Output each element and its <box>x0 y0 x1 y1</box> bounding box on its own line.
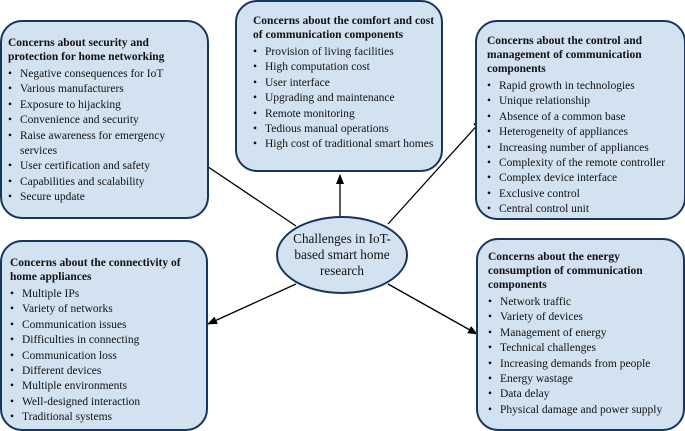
list-item: Negative consequences for IoT <box>8 67 201 83</box>
list-item: Remote monitoring <box>253 107 435 123</box>
connectivity-title: Concerns about the connectivity of home … <box>10 257 181 283</box>
list-item: Exposure to hijacking <box>8 98 201 114</box>
arrow-to-control <box>387 119 483 225</box>
list-item: Energy wastage <box>488 372 677 388</box>
list-item: Communication issues <box>10 318 200 334</box>
list-item: Upgrading and maintenance <box>253 91 435 107</box>
list-item: Communication loss <box>10 349 200 365</box>
list-item: Increasing number of appliances <box>487 141 678 157</box>
list-item: Network traffic <box>488 295 677 311</box>
list-item: Variety of devices <box>488 310 677 326</box>
list-item: Capabilities and scalability <box>8 175 201 191</box>
comfort-list: Provision of living facilitiesHigh compu… <box>253 45 435 153</box>
list-item: Tedious manual operations <box>253 122 435 138</box>
list-item: Various manufacturers <box>8 82 201 98</box>
energy-list: Network trafficVariety of devicesManagem… <box>488 295 677 419</box>
list-item: Technical challenges <box>488 341 677 357</box>
list-item: User interface <box>253 76 435 92</box>
security-list: Negative consequences for IoTVarious man… <box>8 67 201 206</box>
list-item: Heterogeneity of appliances <box>487 125 678 141</box>
connectivity-list: Multiple IPsVariety of networksCommunica… <box>10 287 200 426</box>
energy-box: Concerns about the energy consumption of… <box>476 238 685 431</box>
list-item: Raise awareness for emergency services <box>8 129 201 160</box>
list-item: Complex device interface <box>487 171 678 187</box>
list-item: User certification and safety <box>8 159 201 175</box>
list-item: Absence of a common base <box>487 110 678 126</box>
list-item: High computation cost <box>253 60 435 76</box>
arrow-to-energy <box>387 283 478 335</box>
list-item: Convenience and security <box>8 113 201 129</box>
list-item: Complexity of the remote controller <box>487 156 678 172</box>
security-box: Concerns about security and protection f… <box>0 20 209 219</box>
list-item: Data delay <box>488 387 677 403</box>
list-item: Multiple IPs <box>10 287 200 303</box>
connectivity-box: Concerns about the connectivity of home … <box>0 240 208 431</box>
list-item: High cost of traditional smart homes <box>253 137 435 153</box>
list-item: Different devices <box>10 364 200 380</box>
list-item: Variety of networks <box>10 302 200 318</box>
list-item: Provision of living facilities <box>253 45 435 61</box>
center-label: Challenges in IoT-based smart home resea… <box>293 231 391 278</box>
control-list: Rapid growth in technologiesUnique relat… <box>487 79 678 218</box>
list-item: Unique relationship <box>487 94 678 110</box>
security-title: Concerns about security and protection f… <box>8 37 165 63</box>
list-item: Management of energy <box>488 326 677 342</box>
center-ellipse: Challenges in IoT-based smart home resea… <box>276 216 408 294</box>
comfort-title: Concerns about the comfort and cost of c… <box>253 15 435 41</box>
list-item: Increasing demands from people <box>488 357 677 373</box>
energy-title: Concerns about the energy consumption of… <box>488 251 643 291</box>
list-item: Difficulties in connecting <box>10 333 200 349</box>
list-item: Secure update <box>8 190 201 206</box>
list-item: Central control unit <box>487 202 678 218</box>
list-item: Traditional systems <box>10 410 200 426</box>
list-item: Multiple environments <box>10 379 200 395</box>
list-item: Physical damage and power supply <box>488 403 677 419</box>
control-box: Concerns about the control and managemen… <box>475 20 685 220</box>
list-item: Well-designed interaction <box>10 395 200 411</box>
arrow-to-connectivity <box>207 283 297 325</box>
comfort-box: Concerns about the comfort and cost of c… <box>235 0 443 172</box>
list-item: Rapid growth in technologies <box>487 79 678 95</box>
list-item: Exclusive control <box>487 187 678 203</box>
control-title: Concerns about the control and managemen… <box>487 35 643 75</box>
